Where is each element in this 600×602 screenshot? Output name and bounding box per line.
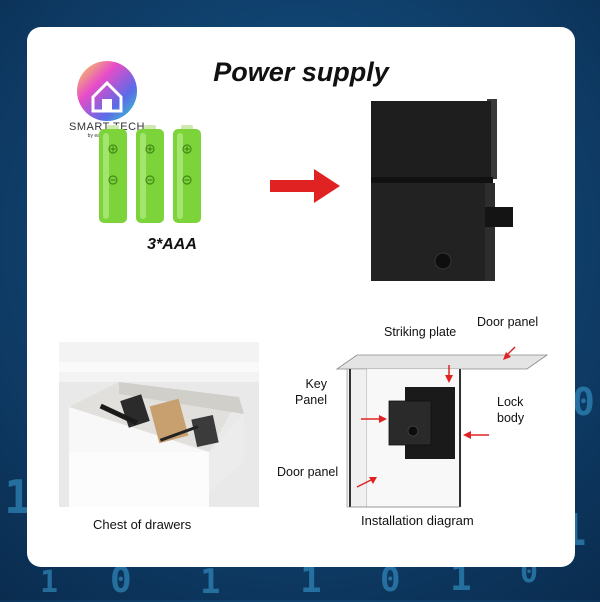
installation-diagram [335, 346, 549, 508]
smart-tech-logo-icon [77, 61, 137, 121]
binary-digit: 1 [450, 558, 472, 599]
battery-label: 3*AAA [147, 236, 197, 253]
label-lock-body: Lock body [497, 395, 525, 425]
caption-installation-diagram: Installation diagram [361, 513, 474, 528]
lock-body-image [371, 99, 513, 281]
chest-of-drawers-image [59, 342, 259, 507]
battery-icon [136, 125, 164, 223]
product-card: SMART TECH by earth & leaves Power suppl… [27, 27, 575, 567]
logo-brand: SMART TECH [69, 121, 145, 133]
binary-digit: 0 [380, 560, 401, 600]
page-title: Power supply [213, 57, 389, 87]
binary-digit: 0 [110, 560, 132, 601]
label-key-panel: Key Panel [295, 377, 327, 407]
battery-icon [99, 125, 127, 223]
label-striking-plate: Striking plate [384, 325, 457, 339]
binary-digit: 0 [572, 380, 595, 424]
binary-digit: 1 [200, 562, 221, 602]
label-door-panel-top: Door panel [477, 315, 539, 329]
binary-digit: 1 [40, 565, 59, 600]
battery-icon [173, 125, 201, 223]
label-door-panel-bottom: Door panel [277, 465, 339, 479]
binary-digit: 1 [300, 560, 322, 601]
caption-chest-of-drawers: Chest of drawers [93, 517, 192, 532]
arrow-right-icon [270, 169, 340, 203]
